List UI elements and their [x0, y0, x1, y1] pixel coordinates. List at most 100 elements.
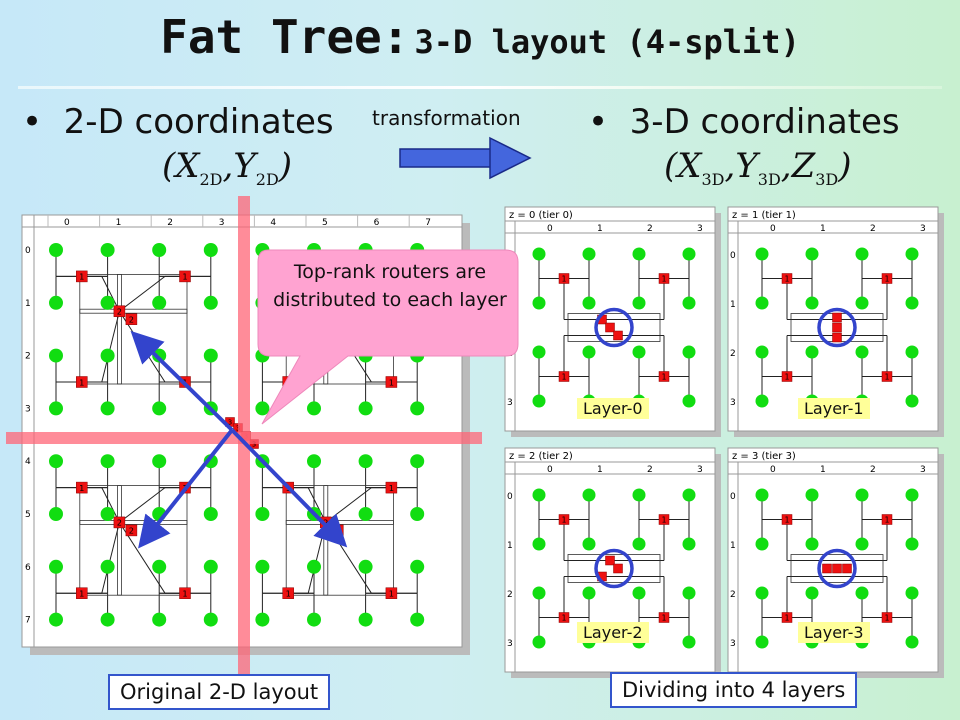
router: 1	[385, 376, 398, 388]
wire	[79, 308, 122, 385]
layer-header: z = 3 (tier 3)	[732, 451, 796, 462]
compute-node	[49, 559, 63, 574]
compute-node	[532, 296, 546, 310]
router-label: 1	[785, 373, 790, 382]
column-header: 2	[647, 465, 653, 475]
row-header: 1	[730, 300, 736, 310]
router-label: 2	[129, 315, 134, 325]
row-header: 0	[730, 492, 736, 502]
compute-node	[203, 243, 218, 257]
callout-bubble	[257, 249, 519, 425]
compute-node	[805, 488, 819, 502]
router-label: 1	[79, 589, 84, 599]
compute-node	[203, 507, 218, 521]
compute-node	[307, 559, 321, 574]
compute-node	[855, 537, 869, 551]
compute-node	[855, 345, 869, 359]
column-header: 4	[270, 218, 276, 228]
compute-node	[152, 295, 167, 310]
compute-node	[582, 345, 596, 359]
router-label: 1	[785, 614, 790, 623]
router: 1	[76, 270, 88, 283]
compute-node	[307, 401, 321, 416]
router-label: 1	[885, 614, 890, 623]
layer-tag-2: Layer-2	[577, 622, 649, 643]
arrow-right-icon	[399, 136, 532, 180]
compute-node	[855, 247, 869, 261]
row-header: 2	[25, 352, 31, 362]
compute-node	[100, 295, 115, 310]
router-label: 2	[129, 526, 134, 536]
router	[832, 312, 842, 323]
compute-node	[632, 345, 646, 359]
compute-node	[755, 247, 769, 261]
router: 1	[658, 514, 670, 525]
compute-node	[905, 537, 919, 551]
compute-node	[410, 507, 425, 521]
compute-node	[905, 394, 919, 408]
router	[605, 322, 615, 333]
row-header: 2	[730, 349, 736, 359]
compute-node	[905, 345, 919, 359]
compute-node	[203, 559, 218, 574]
router	[613, 563, 623, 574]
compute-node	[532, 537, 546, 551]
compute-node	[755, 488, 769, 502]
compute-node	[582, 296, 596, 310]
router-label: 2	[117, 518, 122, 528]
wire	[101, 311, 120, 383]
compute-node	[100, 612, 115, 627]
title-sub: 3-D layout (4-split)	[414, 23, 800, 61]
router-label: 1	[885, 373, 890, 382]
router: 1	[658, 273, 670, 284]
compute-node	[582, 247, 596, 261]
compute-node	[203, 348, 218, 363]
compute-node	[682, 586, 696, 600]
router: 1	[179, 270, 191, 283]
dividing-caption: Dividing into 4 layers	[610, 672, 858, 708]
compute-node	[203, 295, 218, 310]
column-header: 0	[64, 218, 70, 228]
compute-node	[755, 537, 769, 551]
compute-node	[49, 612, 63, 627]
column-header: 1	[116, 218, 122, 228]
router-label: 1	[79, 377, 84, 387]
router: 1	[881, 514, 893, 525]
row-header: 0	[25, 246, 31, 256]
wire	[567, 554, 661, 583]
compute-node	[582, 488, 596, 502]
row-header: 3	[730, 398, 736, 408]
compute-node	[410, 401, 425, 416]
row-header: 7	[25, 616, 31, 626]
row-header: 3	[507, 639, 513, 649]
column-header: 0	[547, 465, 553, 475]
router-label: 1	[389, 589, 394, 599]
compute-node	[152, 612, 167, 627]
compute-node	[100, 507, 115, 521]
original-caption: Original 2-D layout	[108, 674, 331, 710]
left-bullet: • 2-D coordinates	[22, 102, 334, 142]
row-header: 1	[507, 541, 513, 551]
router: 1	[881, 371, 893, 382]
router-label: 1	[662, 373, 667, 382]
compute-node	[49, 243, 63, 257]
compute-node	[632, 586, 646, 600]
compute-node	[905, 296, 919, 310]
wire	[323, 520, 394, 596]
router-label: 3	[252, 441, 256, 449]
router-label: 1	[885, 275, 890, 284]
distribution-arrow	[230, 428, 348, 548]
compute-node	[682, 394, 696, 408]
layer-tag-1: Layer-1	[798, 398, 870, 419]
router: 1	[558, 612, 570, 623]
row-header: 0	[730, 251, 736, 261]
router	[832, 332, 842, 343]
router: 1	[781, 371, 793, 382]
column-header: 3	[219, 218, 225, 228]
column-header: 5	[322, 218, 328, 228]
compute-node	[682, 247, 696, 261]
router: 1	[558, 371, 570, 382]
column-header: 1	[820, 465, 826, 475]
column-header: 0	[547, 224, 553, 234]
compute-node	[532, 635, 546, 649]
